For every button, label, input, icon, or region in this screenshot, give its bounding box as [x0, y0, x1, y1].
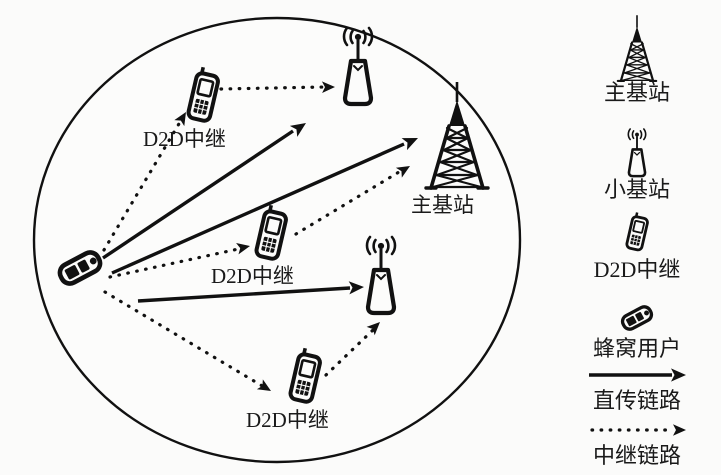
legend: 主基站 小基站 D2D中继 蜂窝用户: [589, 14, 686, 468]
link-user-to-relay-top: [102, 109, 191, 252]
relay-bottom-label: D2D中继: [246, 408, 329, 432]
link-relay-middle-to-macro-bs: [294, 161, 413, 236]
arrowhead-icon: [671, 368, 686, 382]
legend-item-relay-link: 中继链路: [590, 424, 686, 468]
macro-base-station-icon: [616, 14, 658, 83]
link-user-to-small-bs-top: [102, 117, 310, 260]
small-base-station-icon: [627, 127, 647, 178]
legend-label-direct-link: 直传链路: [593, 388, 681, 413]
link-user-to-relay-bottom: [103, 290, 274, 396]
legend-item-cellular-user: 蜂窝用户: [593, 302, 681, 361]
relay-middle-label: D2D中继: [211, 264, 294, 288]
link-relay-top-to-small-bs-top: [219, 81, 336, 94]
cell-coverage-boundary: [32, 16, 522, 464]
legend-label-d2d-relay: D2D中继: [594, 257, 681, 282]
link-user-to-macro-bs: [111, 131, 421, 275]
link-user-to-small-bs-bottom: [137, 280, 365, 303]
legend-item-direct-link: 直传链路: [589, 368, 686, 413]
legend-label-small-base-station: 小基站: [604, 177, 670, 202]
legend-label-cellular-user: 蜂窝用户: [593, 336, 681, 361]
solid-arrow-icon: [589, 368, 686, 382]
relay-top-label: D2D中继: [143, 127, 226, 151]
legend-item-macro-base-station: 主基站: [604, 14, 670, 105]
legend-item-small-base-station: 小基站: [604, 127, 670, 202]
cellular-user-icon: [618, 302, 656, 334]
dotted-arrow-icon: [590, 424, 686, 436]
arrowhead-icon: [673, 424, 686, 436]
d2d-relay-icon: [624, 210, 651, 253]
legend-label-relay-link: 中继链路: [593, 443, 681, 468]
link-relay-bottom-to-small-bs-bottom: [324, 317, 385, 377]
legend-label-macro-base-station: 主基站: [604, 80, 670, 105]
macro-bs-label: 主基站: [411, 193, 474, 217]
legend-item-d2d-relay: D2D中继: [594, 210, 681, 282]
